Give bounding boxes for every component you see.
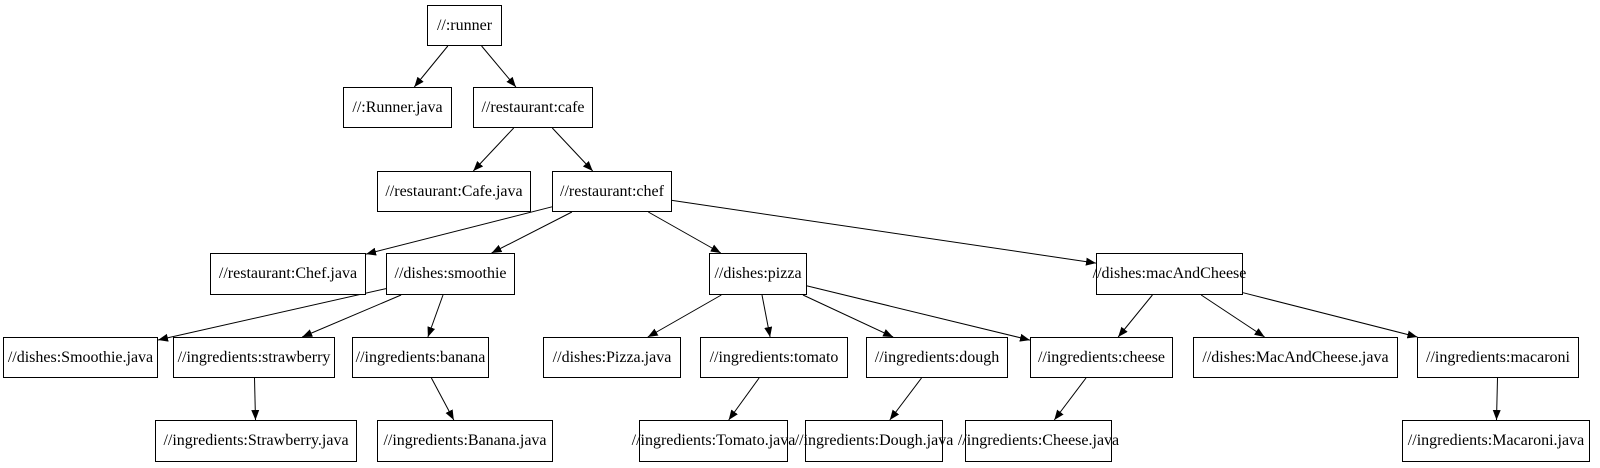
- edge-strawberry-to-strawberry_java: [251, 377, 260, 421]
- graph-node-banana_java: //ingredients:Banana.java: [377, 420, 553, 462]
- edge-chef-to-chef_java: [365, 206, 553, 256]
- graph-node-macaroni: //ingredients:macaroni: [1417, 337, 1579, 378]
- graph-node-pizza_java: //dishes:Pizza.java: [543, 337, 681, 378]
- graph-node-chef_java: //restaurant:Chef.java: [210, 253, 366, 295]
- graph-node-cafe_java: //restaurant:Cafe.java: [377, 171, 531, 212]
- graph-node-macaroni_java: //ingredients:Macaroni.java: [1402, 420, 1590, 462]
- edge-runner-to-runner_java: [413, 45, 449, 88]
- edge-smoothie-to-strawberry: [302, 294, 402, 338]
- graph-node-dough: //ingredients:dough: [866, 337, 1008, 378]
- edge-pizza-to-tomato: [761, 294, 773, 338]
- edge-macandcheese-to-macandcheese_java: [1200, 294, 1265, 338]
- graph-node-strawberry_java: //ingredients:Strawberry.java: [155, 420, 357, 462]
- edge-runner-to-cafe: [481, 45, 517, 88]
- edge-macandcheese-to-cheese: [1117, 294, 1153, 338]
- edge-macandcheese-to-macaroni: [1242, 292, 1418, 339]
- graph-node-tomato_java: //ingredients:Tomato.java: [632, 420, 795, 462]
- graph-node-runner: //:runner: [427, 5, 502, 46]
- edge-cafe-to-chef: [551, 127, 594, 172]
- graph-node-chef: //restaurant:chef: [552, 171, 672, 212]
- edge-pizza-to-cheese: [806, 285, 1031, 342]
- edge-banana-to-banana_java: [430, 377, 455, 421]
- graph-node-banana: //ingredients:banana: [352, 337, 489, 378]
- graph-node-cheese_java: //ingredients:Cheese.java: [958, 420, 1119, 462]
- graph-node-runner_java: //:Runner.java: [343, 87, 452, 128]
- graph-node-cheese: //ingredients:cheese: [1030, 337, 1173, 378]
- graph-node-macandcheese: //dishes:macAndCheese: [1093, 253, 1246, 295]
- edge-pizza-to-pizza_java: [647, 294, 722, 338]
- edge-chef-to-pizza: [648, 211, 722, 254]
- graph-node-tomato: //ingredients:tomato: [700, 337, 848, 378]
- graph-node-pizza: //dishes:pizza: [709, 253, 807, 295]
- edge-dough-to-dough_java: [889, 377, 922, 421]
- graph-node-cafe: //restaurant:cafe: [473, 87, 593, 128]
- edge-pizza-to-dough: [802, 294, 894, 338]
- graph-node-smoothie_java: //dishes:Smoothie.java: [3, 337, 158, 378]
- edge-chef-to-smoothie: [491, 211, 573, 254]
- edge-macaroni-to-macaroni_java: [1492, 377, 1501, 421]
- graph-node-strawberry: //ingredients:strawberry: [173, 337, 335, 378]
- edge-tomato-to-tomato_java: [728, 377, 760, 421]
- graph-node-smoothie: //dishes:smoothie: [386, 253, 515, 295]
- edge-cafe-to-cafe_java: [472, 127, 515, 172]
- edge-cheese-to-cheese_java: [1053, 377, 1087, 421]
- edge-smoothie-to-smoothie_java: [157, 288, 387, 342]
- graph-node-dough_java: //ingredients:Dough.java: [795, 420, 953, 462]
- graph-node-macandcheese_java: //dishes:MacAndCheese.java: [1193, 337, 1398, 378]
- edge-smoothie-to-banana: [427, 294, 444, 338]
